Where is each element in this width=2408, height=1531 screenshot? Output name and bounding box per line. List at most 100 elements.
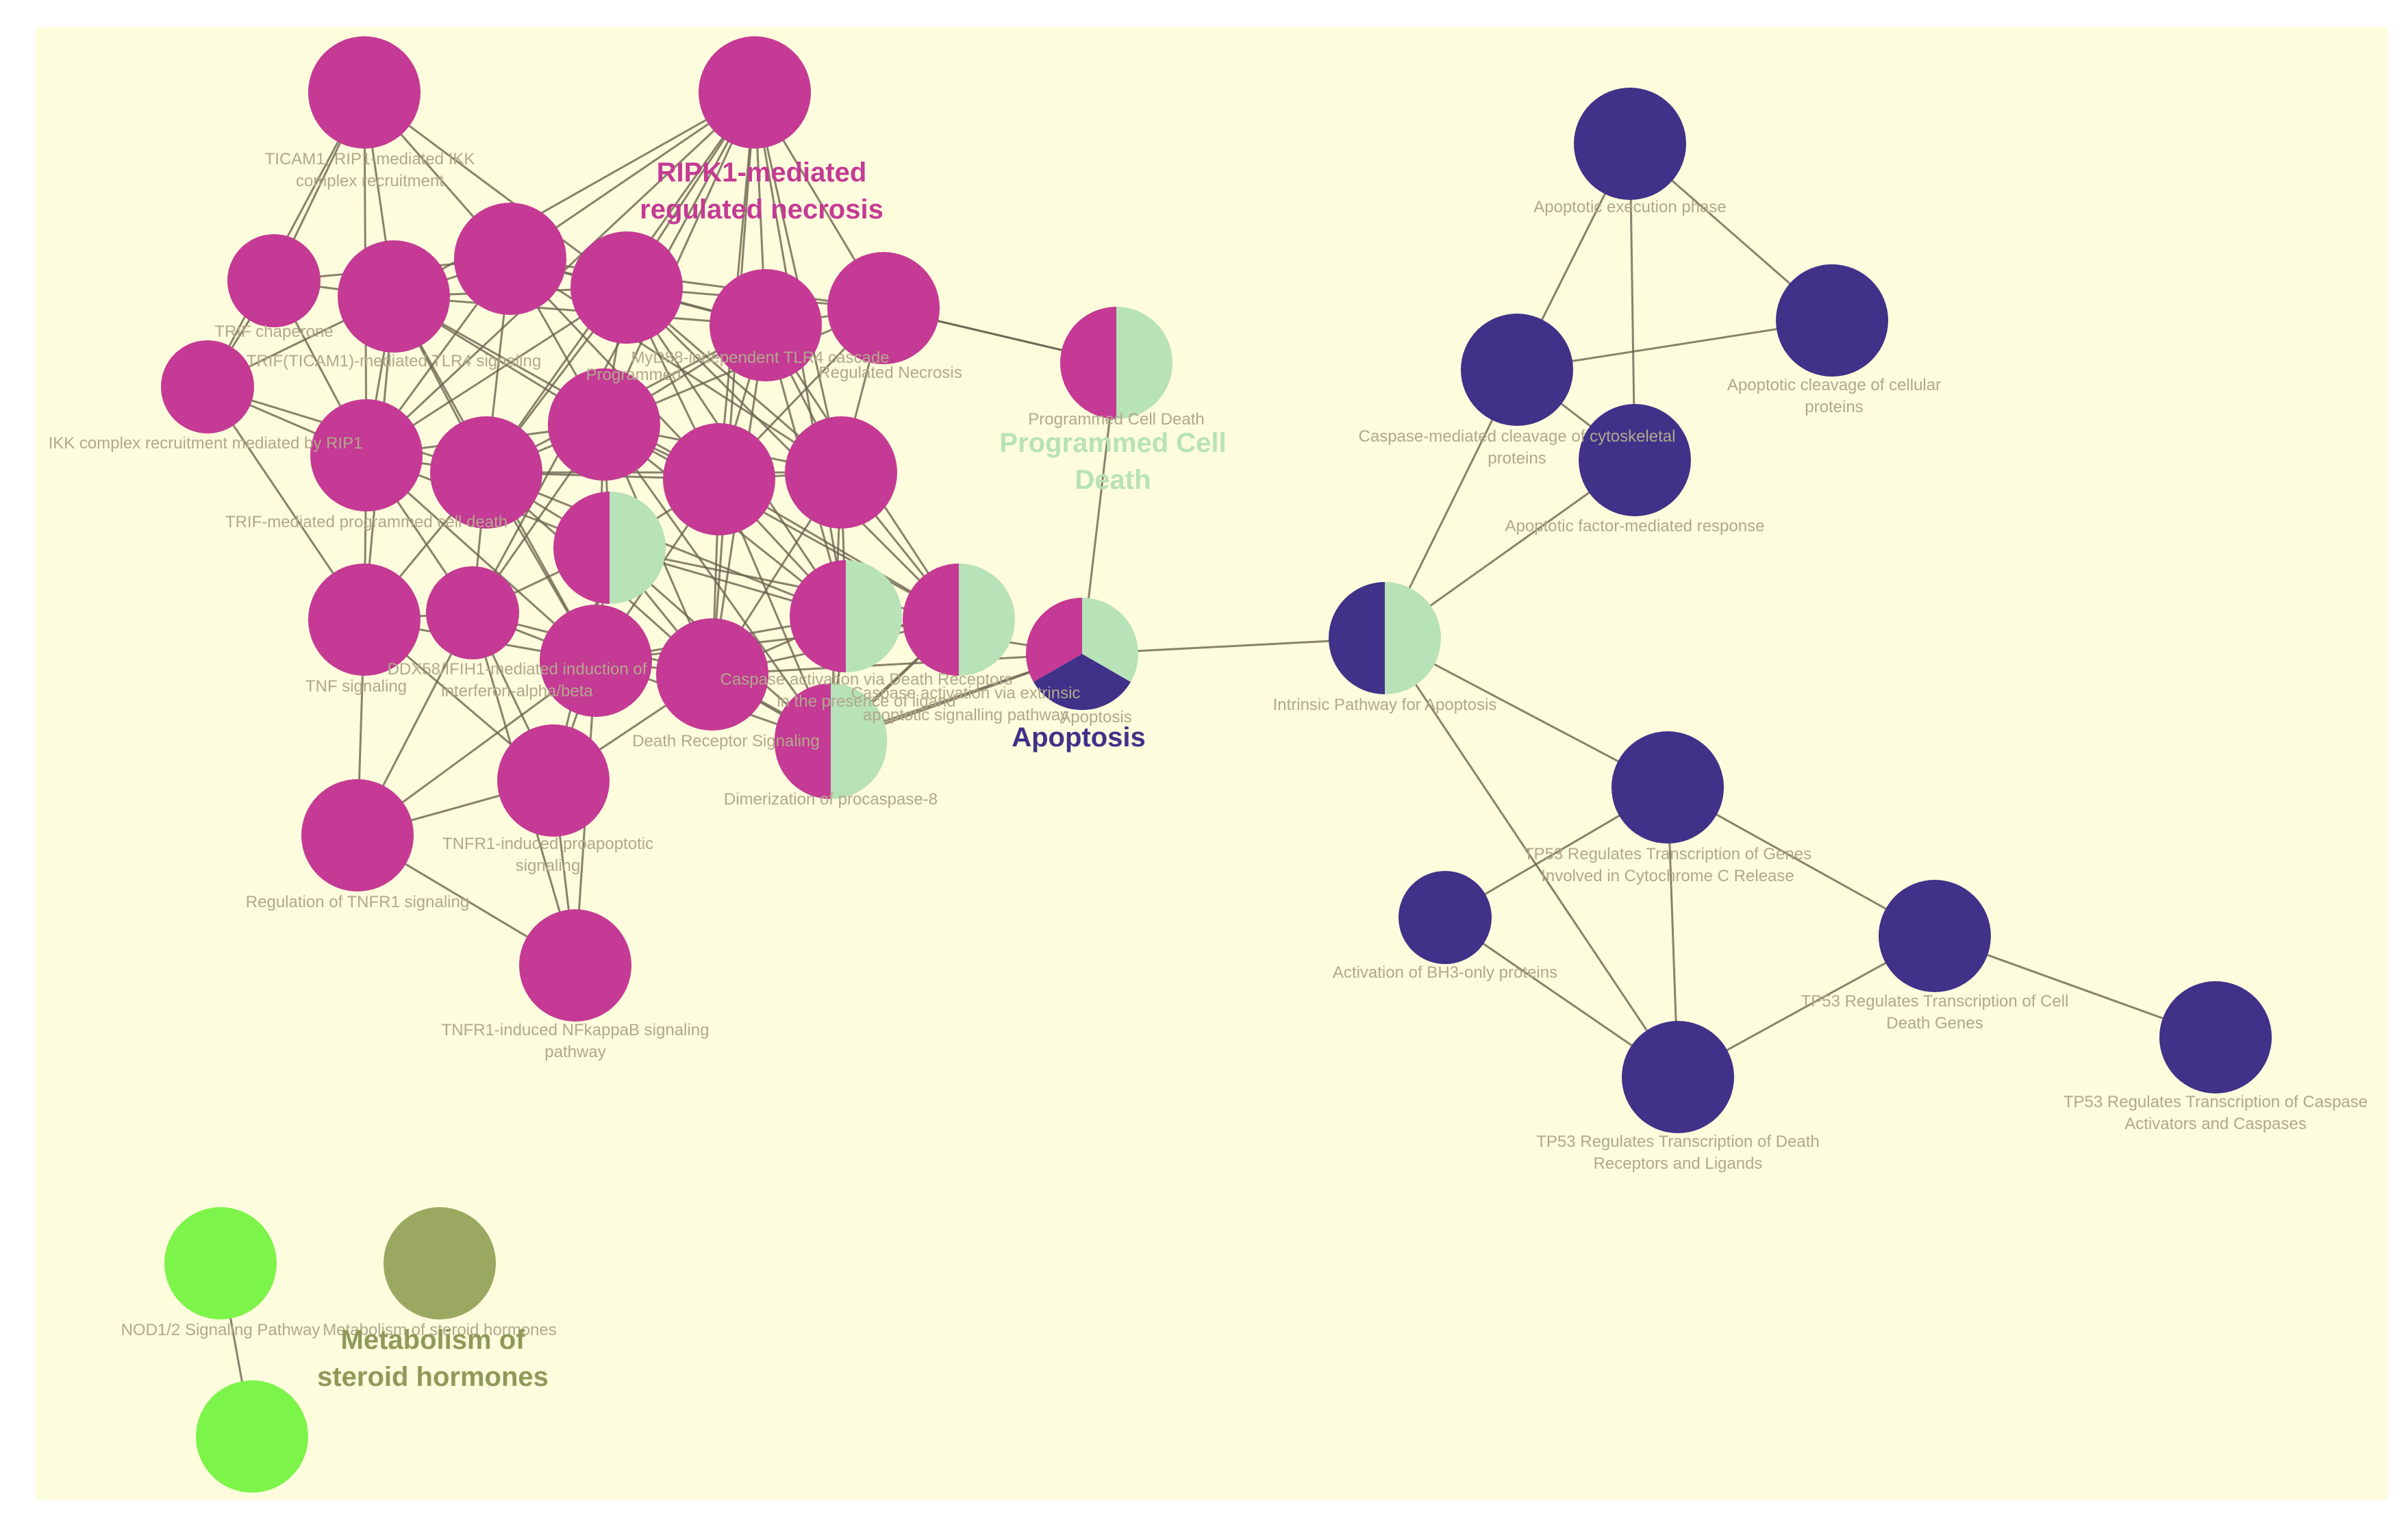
node-n6[interactable] <box>570 231 683 344</box>
node-circle <box>1579 404 1691 516</box>
edge-n12-n22 <box>603 424 832 744</box>
node-circle <box>1776 264 1888 377</box>
node-n27[interactable] <box>519 909 631 1022</box>
node-n40[interactable] <box>384 1207 496 1319</box>
node-half-left <box>775 683 831 796</box>
node-label-n29: Apoptotic execution phase <box>1533 198 1727 216</box>
node-circle <box>785 416 897 529</box>
node-n30[interactable] <box>1461 314 1573 426</box>
node-label-n9: IKK complex recruitment mediated by RIP1 <box>49 434 363 453</box>
node-half-left <box>903 564 959 676</box>
node-n24[interactable] <box>775 683 887 796</box>
edge-n2-n17 <box>471 92 756 613</box>
node-n12[interactable] <box>548 368 660 481</box>
node-n38[interactable] <box>2159 981 2272 1093</box>
node-n33[interactable] <box>1329 582 1441 694</box>
node-label-n6: Programmed <box>586 366 681 384</box>
node-n37[interactable] <box>1622 1021 1734 1133</box>
node-label-n20: Death Receptor Signaling <box>632 732 820 750</box>
node-label-n3: TRIF chaperone <box>214 322 333 341</box>
node-circle <box>426 566 519 659</box>
edge-n5-n8 <box>510 257 884 309</box>
node-circle <box>1611 731 1724 844</box>
node-n7[interactable] <box>710 269 822 381</box>
node-n21[interactable] <box>790 560 902 672</box>
node-circle <box>301 779 414 891</box>
edge-n20-n23 <box>712 653 1083 676</box>
node-n25[interactable] <box>301 779 414 891</box>
node-n36[interactable] <box>1879 880 1991 992</box>
node-n32[interactable] <box>1579 404 1691 516</box>
node-circle <box>548 368 660 481</box>
node-n13[interactable] <box>663 423 775 535</box>
node-n18[interactable] <box>553 492 666 604</box>
node-n29[interactable] <box>1574 88 1686 200</box>
node-label-n32: Apoptotic factor-mediated response <box>1505 517 1765 535</box>
node-n15[interactable] <box>903 564 1015 676</box>
node-label-n10: TRIF-mediated programmed cell death <box>225 513 507 531</box>
node-n9[interactable] <box>161 340 254 433</box>
cluster-label-apoptosis: Apoptosis <box>1012 722 1146 752</box>
node-n1[interactable] <box>308 36 421 149</box>
node-half-left <box>553 492 610 604</box>
node-half-left <box>790 560 846 672</box>
node-circle <box>196 1380 308 1493</box>
node-n19[interactable] <box>540 605 652 717</box>
node-n20[interactable] <box>656 618 768 731</box>
node-n23[interactable] <box>1026 597 1138 710</box>
node-circle <box>308 564 421 676</box>
node-label-n4: TRIF(TICAM1)-mediated TLR4 signaling <box>247 352 541 370</box>
edge-n2-n20 <box>711 92 756 675</box>
node-n14[interactable] <box>785 416 897 529</box>
node-label-n24: Dimerization of procaspase-8 <box>724 790 938 809</box>
node-slice-1 <box>1033 654 1131 710</box>
node-n4[interactable] <box>338 240 450 353</box>
node-circle <box>1461 314 1573 426</box>
node-circle <box>1879 880 1991 992</box>
node-half-right <box>1385 582 1441 694</box>
node-n34[interactable] <box>1611 731 1724 844</box>
node-n8[interactable] <box>827 252 940 364</box>
node-label-n39: NOD1/2 Signaling Pathway <box>121 1321 321 1339</box>
node-n41[interactable] <box>196 1380 308 1493</box>
node-n10[interactable] <box>310 399 423 511</box>
node-half-left <box>1329 582 1385 694</box>
node-n3[interactable] <box>227 234 321 327</box>
node-slice-2 <box>1026 598 1082 682</box>
node-circle <box>1622 1021 1734 1133</box>
node-n26[interactable] <box>497 724 610 837</box>
node-n28[interactable] <box>1060 307 1172 419</box>
node-label-n8: Regulated Necrosis <box>818 364 962 382</box>
node-n11[interactable] <box>430 416 542 529</box>
node-half-right <box>959 564 1015 676</box>
node-n35[interactable] <box>1399 871 1492 964</box>
node-label-n40: Metabolism of steroid hormones <box>323 1321 556 1339</box>
node-slice-0 <box>1082 597 1138 682</box>
node-n16[interactable] <box>308 564 421 676</box>
node-circle <box>1574 88 1686 200</box>
edge-n33-n37 <box>1383 637 1679 1078</box>
node-n17[interactable] <box>426 566 519 659</box>
node-circle <box>2159 981 2272 1093</box>
node-n39[interactable] <box>164 1207 277 1319</box>
node-n31[interactable] <box>1776 264 1888 377</box>
node-n2[interactable] <box>699 36 811 149</box>
node-circle <box>1399 871 1492 964</box>
edge-n5-n14 <box>510 257 842 474</box>
node-label-n28: Programmed Cell Death <box>1028 410 1204 429</box>
node-circle <box>430 416 542 529</box>
node-n5[interactable] <box>454 203 566 315</box>
